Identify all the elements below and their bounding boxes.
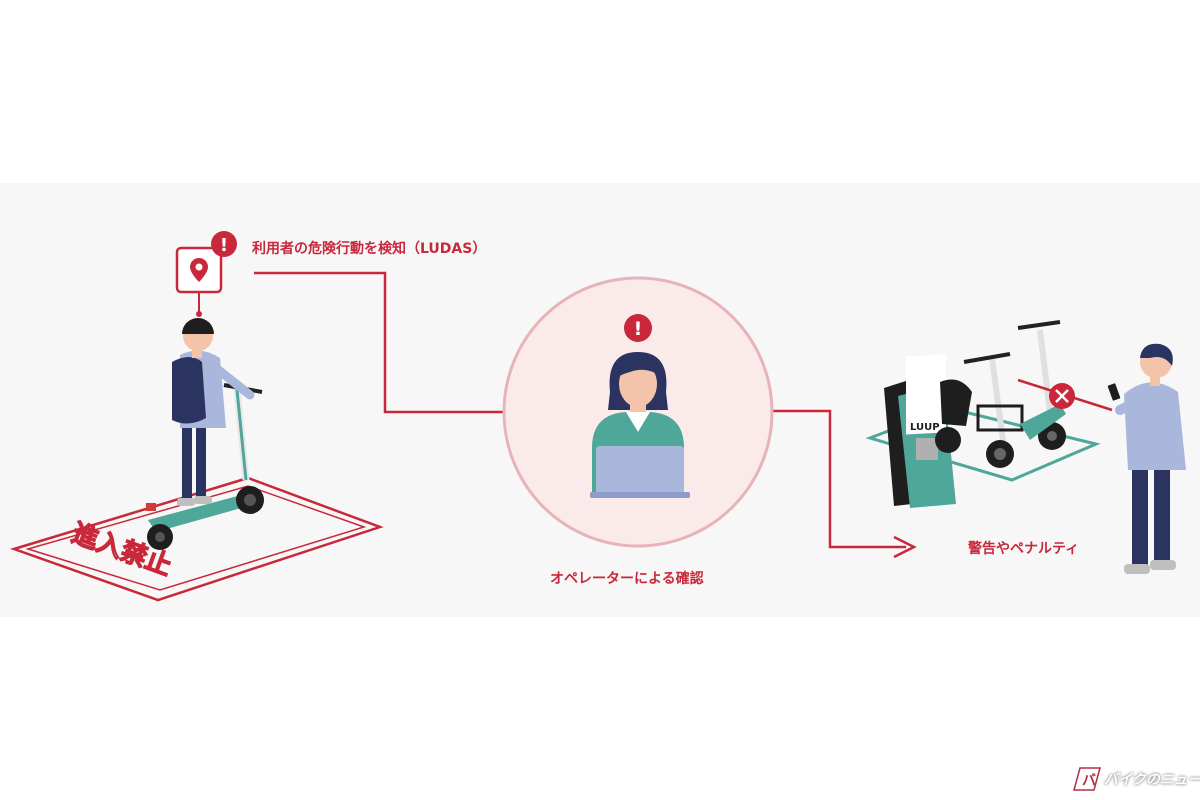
scooter-rider-illustration	[146, 318, 264, 550]
operator-alert-icon: !	[624, 314, 652, 342]
step-penalty-label: 警告やペナルティ	[968, 541, 1080, 557]
user-with-phone-illustration	[1107, 343, 1186, 574]
operator-illustration	[590, 352, 690, 498]
svg-text:!: !	[220, 235, 228, 256]
watermark-badge-icon: バ	[1073, 767, 1101, 791]
svg-text:バ: バ	[1082, 773, 1096, 789]
watermark-logo: バ バイクのニュース	[1070, 764, 1200, 794]
parking-area-illustration: LUUP	[865, 320, 1101, 508]
luup-sign-label: LUUP	[910, 422, 940, 433]
svg-text:!: !	[634, 318, 643, 340]
location-alert-icon	[175, 246, 223, 317]
prohibited-icon	[1017, 378, 1113, 412]
step-detect-label: 利用者の危険行動を検知（LUDAS）	[252, 241, 487, 257]
watermark-text: バイクのニュース	[1104, 772, 1200, 788]
step-operator-label: オペレーターによる確認	[550, 571, 704, 587]
alert-icon: !	[211, 231, 237, 257]
